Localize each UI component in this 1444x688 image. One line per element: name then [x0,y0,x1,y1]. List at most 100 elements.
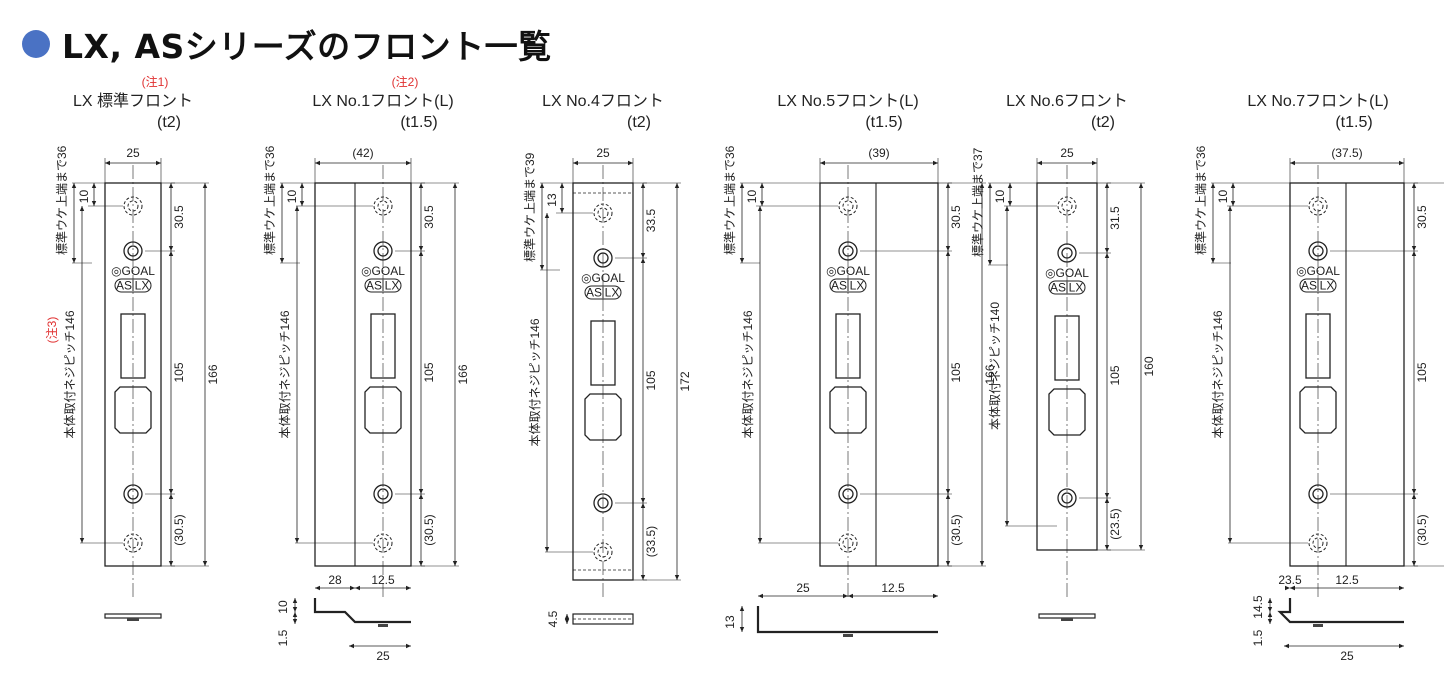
width-label: (37.5) [1331,146,1362,160]
width-dimension: 25 [104,146,162,183]
brand-tag-lx: LX [385,279,400,293]
section-dim-e: 25 [376,649,390,663]
brand-tag-as: AS [831,279,847,293]
upper-pitch-label: 30.5 [422,205,436,229]
brand-tag-lx: LX [1320,279,1335,293]
width-label: (42) [352,146,373,160]
brand-mark: ◎GOAL [581,271,625,285]
front-name: LX No.4フロント [542,93,664,110]
latch-opening [120,313,146,379]
brand-mark: ◎GOAL [111,264,155,278]
upper-pitch-label: 30.5 [949,205,963,229]
screw-pitch-label: 本体取付ネジピッチ146 [278,310,292,438]
screw-pitch-label: 本体取付ネジピッチ146 [1211,310,1225,438]
front-thickness: (t2) [1091,114,1115,131]
brand-mark: ◎GOAL [1045,266,1089,280]
screw-pitch-label: 本体取付ネジピッチ146 [63,310,77,438]
brand-tag-as: AS [366,279,382,293]
mid-pitch-label: 105 [1108,365,1122,385]
brand-tag-as: AS [116,279,132,293]
width-dimension: (39) [819,146,939,183]
width-label: 25 [1060,146,1074,160]
section-dim: 4.5 [546,610,560,627]
brand-tag-lx: LX [135,279,150,293]
upper-pitch-label: 30.5 [172,205,186,229]
front-thickness: (t2) [157,114,181,131]
width-dimension: 25 [572,146,634,183]
upper-pitch-label: 31.5 [1108,206,1122,230]
lower-pitch-label: (30.5) [422,514,436,545]
lower-pitch-label: (30.5) [1415,514,1429,545]
front-note: (注2) [392,74,419,89]
ref-label: 標準ウケ上端まで36 [262,145,277,255]
width-label: 25 [126,146,140,160]
brand-mark: ◎GOAL [1296,264,1340,278]
section-dim-d: 1.5 [1251,629,1265,646]
front-thickness: (t2) [627,114,651,131]
ref-label: 標準ウケ上端まで39 [522,152,537,262]
top-offset-label: 10 [745,190,759,204]
total-length-label: 172 [678,371,692,391]
front-name: LX No.7フロント(L) [1247,93,1388,110]
mid-pitch-label: 105 [644,370,658,390]
brand-mark: ◎GOAL [826,264,870,278]
latch-opening [1305,313,1331,379]
front-name: LX No.5フロント(L) [777,93,918,110]
mid-pitch-label: 105 [949,362,963,382]
mid-pitch-label: 105 [422,362,436,382]
front-thickness: (t1.5) [400,114,437,131]
front-name: LX No.6フロント [1006,93,1128,110]
section-dim-c: 10 [276,600,290,614]
width-dimension: 25 [1036,146,1098,183]
top-offset-label: 10 [285,190,299,204]
ref-label: 標準ウケ上端まで36 [54,145,69,255]
page-header: LX, ASシリーズのフロント一覧 [22,22,552,66]
section-dim-e: 25 [1340,649,1354,663]
front-thickness: (t1.5) [1335,114,1372,131]
lower-pitch-label: (30.5) [172,514,186,545]
brand-tag-lx: LX [850,279,865,293]
section-view: 4.5 [546,610,634,627]
latch-opening [370,313,396,379]
brand-tag-as: AS [1301,279,1317,293]
top-offset-label: 10 [993,190,1007,204]
latch-opening [590,320,616,386]
ref-label: 標準ウケ上端まで36 [1193,145,1208,255]
left-dimensions: 10 標準ウケ上端まで36 本体取付ネジピッチ146 [262,145,373,544]
section-dim-b: 12.5 [371,573,395,587]
front-plate [819,182,939,567]
section-dim-c: 14.5 [1251,595,1265,619]
screw-pitch-label: 本体取付ネジピッチ146 [741,310,755,438]
upper-pitch-label: 33.5 [644,208,658,232]
section-dim-d: 1.5 [276,629,290,646]
front-plate [314,182,412,567]
front-plate [1289,182,1405,567]
title-bullet-icon [22,30,50,58]
front-note: (注1) [142,74,169,89]
top-offset-label: 10 [77,190,91,204]
width-label: (39) [868,146,889,160]
ref-label: 標準ウケ上端まで37 [970,147,985,257]
total-length-label: 166 [983,364,997,384]
upper-pitch-label: 30.5 [1415,205,1429,229]
mid-pitch-label: 105 [172,362,186,382]
